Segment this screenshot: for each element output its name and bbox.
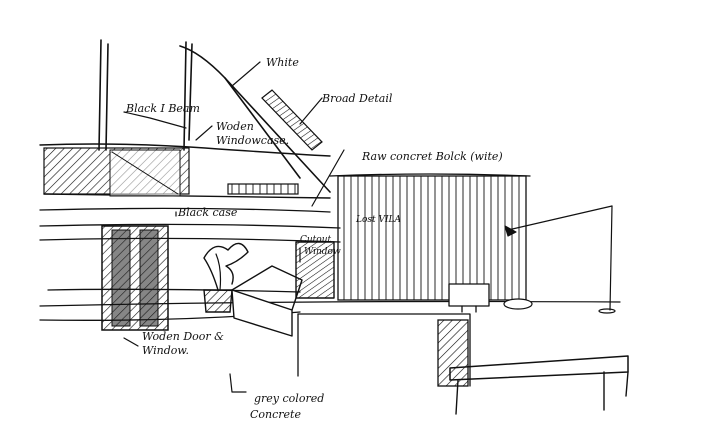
leader-lines [123, 61, 345, 393]
broad-detail-hatch [261, 89, 323, 151]
label-cutout-1: Cutout [300, 235, 332, 245]
lamp-and-floor [39, 205, 621, 314]
potted-plant [203, 242, 249, 313]
bench [437, 319, 629, 415]
grey-concrete-slab [297, 313, 471, 387]
raw-concrete-wall [329, 173, 531, 301]
label-grey-concrete-1: grey colored [254, 392, 324, 405]
wooden-door-window [101, 225, 169, 331]
label-wooden-windowcase-1: Woden [216, 120, 254, 133]
hatched-band [39, 143, 331, 199]
label-broad-detail: Broad Detail [321, 92, 393, 105]
label-grey-concrete-2: Concrete [250, 408, 301, 421]
monitor [448, 283, 490, 313]
building-lines [39, 207, 341, 321]
label-cutout-2: Window [304, 247, 341, 257]
label-raw-concrete: Raw concret Bolck (wite) [361, 150, 503, 163]
gable-roof [179, 45, 331, 193]
stool [503, 298, 533, 310]
label-wooden-windowcase-2: Windowcase. [216, 134, 289, 147]
label-white: White [266, 56, 299, 69]
label-wooden-door-2: Window. [142, 344, 189, 357]
label-black-case: Black case [177, 206, 238, 219]
label-wooden-door-1: Woden Door & [142, 330, 224, 343]
i-beam-posts [98, 39, 193, 151]
upper-window-box [227, 183, 299, 195]
label-lost-villa: Lost VILA [355, 215, 402, 225]
cutout-window-block [231, 241, 335, 337]
label-black-i-beam: Black I Beam [125, 102, 200, 115]
